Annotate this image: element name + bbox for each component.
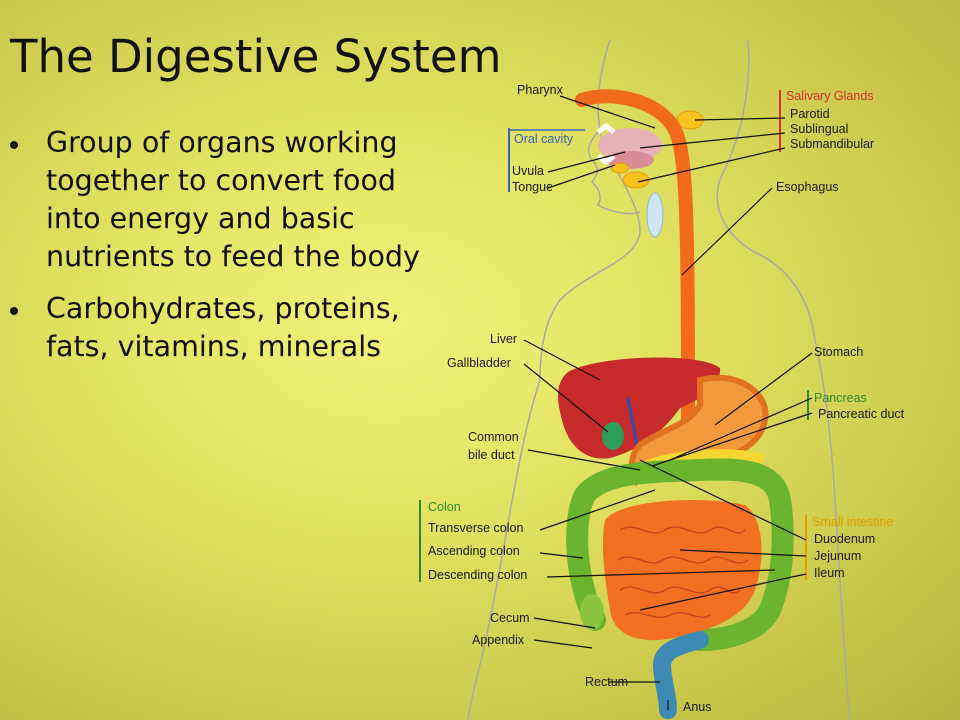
label-salivary-glands: Salivary Glands: [786, 89, 874, 103]
group-brackets: [419, 90, 809, 582]
colon-shape: [566, 458, 794, 651]
label-rectum: Rectum: [585, 675, 628, 689]
leader-lines: [523, 95, 813, 710]
small-intestine-folds: [617, 526, 749, 618]
liver-shape: [558, 357, 721, 459]
bullet-item: Group of organs working together to conv…: [8, 124, 428, 276]
esophagus-shape: [575, 89, 695, 427]
gallbladder-shape: [602, 422, 624, 450]
label-duodenum: Duodenum: [814, 532, 875, 546]
bullet-item: Carbohydrates, proteins, fats, vitamins,…: [8, 290, 428, 366]
bullet-text: Group of organs working together to conv…: [46, 126, 420, 273]
sublingual-gland: [610, 162, 630, 174]
label-sublingual: Sublingual: [790, 122, 848, 136]
label-pharynx: Pharynx: [517, 83, 564, 97]
label-gallbladder: Gallbladder: [447, 356, 511, 370]
label-ascending-colon: Ascending colon: [428, 544, 520, 558]
label-submandibular: Submandibular: [790, 137, 874, 151]
label-transverse-colon: Transverse colon: [428, 521, 523, 535]
small-intestine-shape: [602, 500, 762, 641]
bullet-dot-icon: [10, 307, 18, 315]
slide-title: The Digestive System: [10, 30, 502, 83]
label-anus: Anus: [683, 700, 712, 714]
label-tongue: Tongue: [512, 180, 553, 194]
label-esophagus: Esophagus: [776, 180, 839, 194]
label-common-bile-duct-1: Common: [468, 430, 519, 444]
rectum-shape: [652, 631, 709, 719]
bullet-dot-icon: [10, 141, 18, 149]
label-pancreatic-duct: Pancreatic duct: [818, 407, 905, 421]
label-ileum: Ileum: [814, 566, 845, 580]
label-oral-cavity: Oral cavity: [514, 132, 574, 146]
body-outline: [467, 39, 851, 720]
label-uvula: Uvula: [512, 164, 544, 178]
label-cecum: Cecum: [490, 611, 530, 625]
label-small-intestine: Small intestine: [812, 515, 893, 529]
label-jejunum: Jejunum: [814, 549, 861, 563]
appendix-shape: [580, 594, 604, 630]
label-colon: Colon: [428, 500, 461, 514]
label-appendix: Appendix: [472, 633, 525, 647]
label-liver: Liver: [490, 332, 517, 346]
diagram-labels: Pharynx Salivary Glands Parotid Sublingu…: [428, 83, 905, 714]
bullet-text: Carbohydrates, proteins, fats, vitamins,…: [46, 292, 400, 363]
label-common-bile-duct-2: bile duct: [468, 448, 515, 462]
salivary-glands: [610, 110, 704, 189]
label-parotid: Parotid: [790, 107, 830, 121]
label-pancreas: Pancreas: [814, 391, 867, 405]
label-descending-colon: Descending colon: [428, 568, 527, 582]
bullet-list: Group of organs working together to conv…: [8, 124, 428, 380]
uvula-shape: [646, 192, 664, 238]
label-stomach: Stomach: [814, 345, 863, 359]
